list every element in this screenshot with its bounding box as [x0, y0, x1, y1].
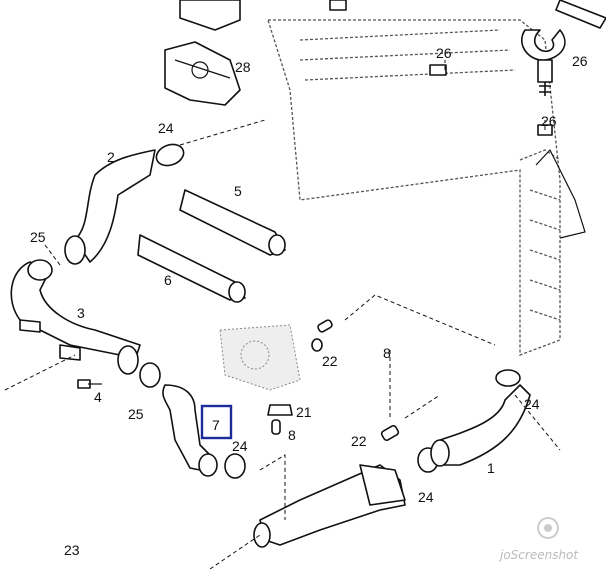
thermostat-housing	[253, 464, 406, 548]
hose-7	[162, 384, 218, 477]
hose-2	[64, 143, 185, 265]
hose-6	[137, 234, 246, 303]
clip-26	[521, 0, 606, 96]
hose-5	[179, 189, 286, 256]
label-21: 21	[296, 404, 312, 420]
label-23: 23	[64, 542, 80, 558]
label-24-top: 24	[158, 120, 174, 136]
hose-22	[311, 338, 400, 442]
bolt-4	[77, 379, 102, 389]
label-26-clip: 26	[572, 53, 588, 69]
watermark-text: joScreenshot	[498, 548, 579, 562]
hose-1	[430, 384, 531, 467]
throttle-body	[219, 324, 301, 391]
label-6: 6	[164, 272, 172, 288]
leader-lines	[4, 60, 561, 569]
label-8-lower: 8	[288, 427, 296, 443]
watermark: joScreenshot	[498, 517, 579, 562]
highlight-box-7	[200, 404, 233, 440]
label-5: 5	[234, 183, 242, 199]
label-22-lower: 22	[351, 433, 367, 449]
label-1: 1	[487, 460, 495, 476]
label-26-mid: 26	[436, 45, 452, 61]
fitting-21	[267, 404, 293, 416]
label-8-upper: 8	[383, 345, 391, 361]
label-4: 4	[94, 389, 102, 405]
hose-8-small	[271, 319, 333, 435]
pipe-3	[10, 259, 141, 375]
hose-25-lower	[139, 362, 161, 388]
radiator	[267, 19, 586, 356]
label-25-lower: 25	[128, 406, 144, 422]
camera-icon	[537, 517, 559, 539]
label-24-right: 24	[524, 396, 540, 412]
label-7: 7	[212, 417, 220, 433]
label-3: 3	[77, 305, 85, 321]
label-25-upper: 25	[30, 229, 46, 245]
label-2: 2	[107, 149, 115, 165]
clip-28	[164, 0, 241, 106]
label-24-bottom: 24	[418, 489, 434, 505]
label-22-upper: 22	[322, 353, 338, 369]
label-26-lower: 26	[541, 113, 557, 129]
label-24-mid: 24	[232, 438, 248, 454]
label-28: 28	[235, 59, 251, 75]
